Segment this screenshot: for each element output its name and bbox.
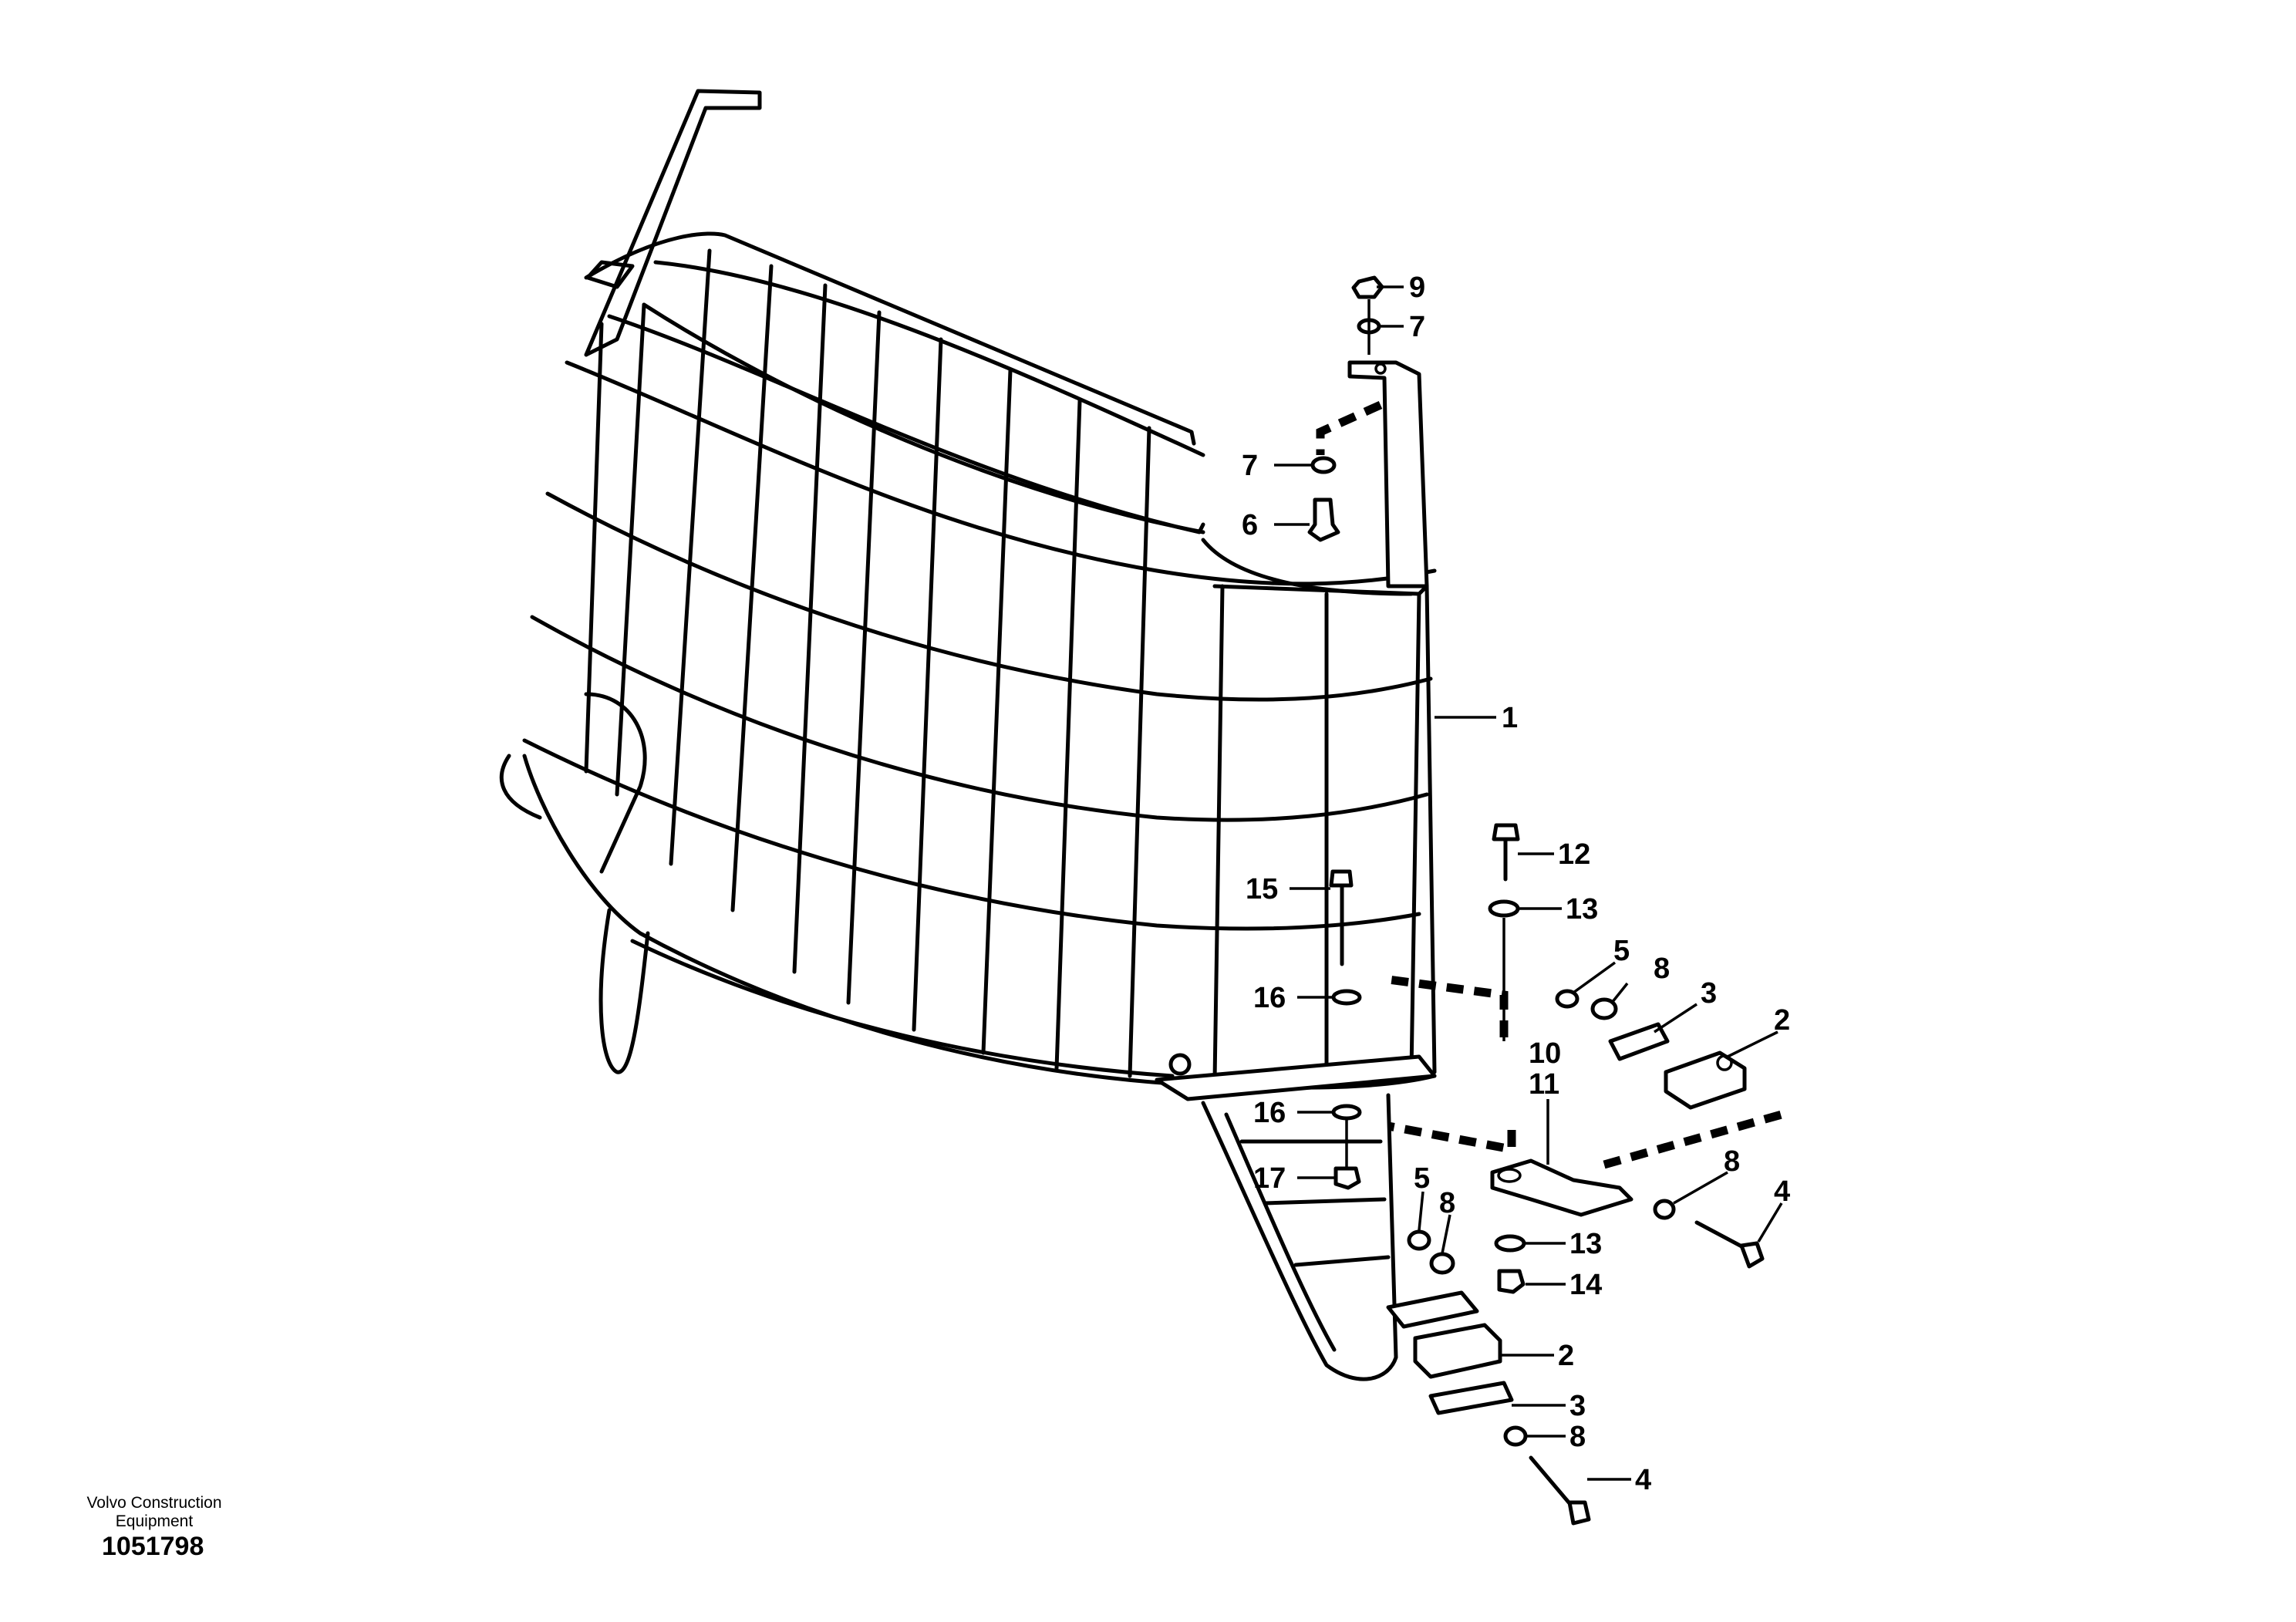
support-bracket	[1347, 360, 1429, 588]
callout-8-lower-upper: 8	[1439, 1187, 1455, 1219]
callout-5-right: 5	[1613, 935, 1630, 967]
callout-5-lower: 5	[1414, 1162, 1430, 1195]
callout-3-right: 3	[1701, 977, 1717, 1010]
callout-7-top: 7	[1409, 311, 1425, 343]
drawing-number: 1051798	[102, 1532, 204, 1561]
callout-1: 1	[1502, 702, 1518, 734]
callout-11: 11	[1529, 1068, 1559, 1101]
hardware-top	[1307, 275, 1384, 542]
hardware-right	[1387, 823, 1783, 1294]
callout-2-lower: 2	[1558, 1340, 1574, 1372]
callout-8-lower: 8	[1569, 1421, 1586, 1453]
callout-8-right-lower: 8	[1724, 1145, 1740, 1178]
callout-6: 6	[1242, 509, 1258, 541]
callouts: 9 7 7 6 1 12 15 13 5 8 3 2 16 10 11 16 1…	[1242, 271, 1790, 1496]
callout-16-upper: 16	[1253, 982, 1286, 1014]
callout-15: 15	[1246, 873, 1278, 905]
publisher-label: Volvo Construction Equipment	[86, 1494, 222, 1530]
callout-4-lower: 4	[1635, 1464, 1651, 1496]
callout-13-upper: 13	[1566, 893, 1598, 926]
callout-2-right: 2	[1774, 1004, 1790, 1037]
callout-7-mid: 7	[1242, 450, 1258, 482]
callout-10: 10	[1529, 1037, 1561, 1070]
callout-13-lower: 13	[1569, 1228, 1602, 1260]
guard-cage	[499, 89, 1437, 1381]
callout-17: 17	[1253, 1162, 1286, 1195]
callout-14: 14	[1569, 1269, 1602, 1301]
leader-lines	[1274, 285, 1783, 1481]
callout-9-top: 9	[1409, 271, 1425, 304]
callout-16-lower: 16	[1253, 1097, 1286, 1129]
hardware-lower	[1329, 869, 1591, 1526]
callout-12: 12	[1558, 838, 1590, 871]
callout-8-right-upper: 8	[1654, 953, 1670, 985]
callout-4-right: 4	[1774, 1175, 1790, 1208]
callout-3-lower: 3	[1569, 1390, 1586, 1422]
